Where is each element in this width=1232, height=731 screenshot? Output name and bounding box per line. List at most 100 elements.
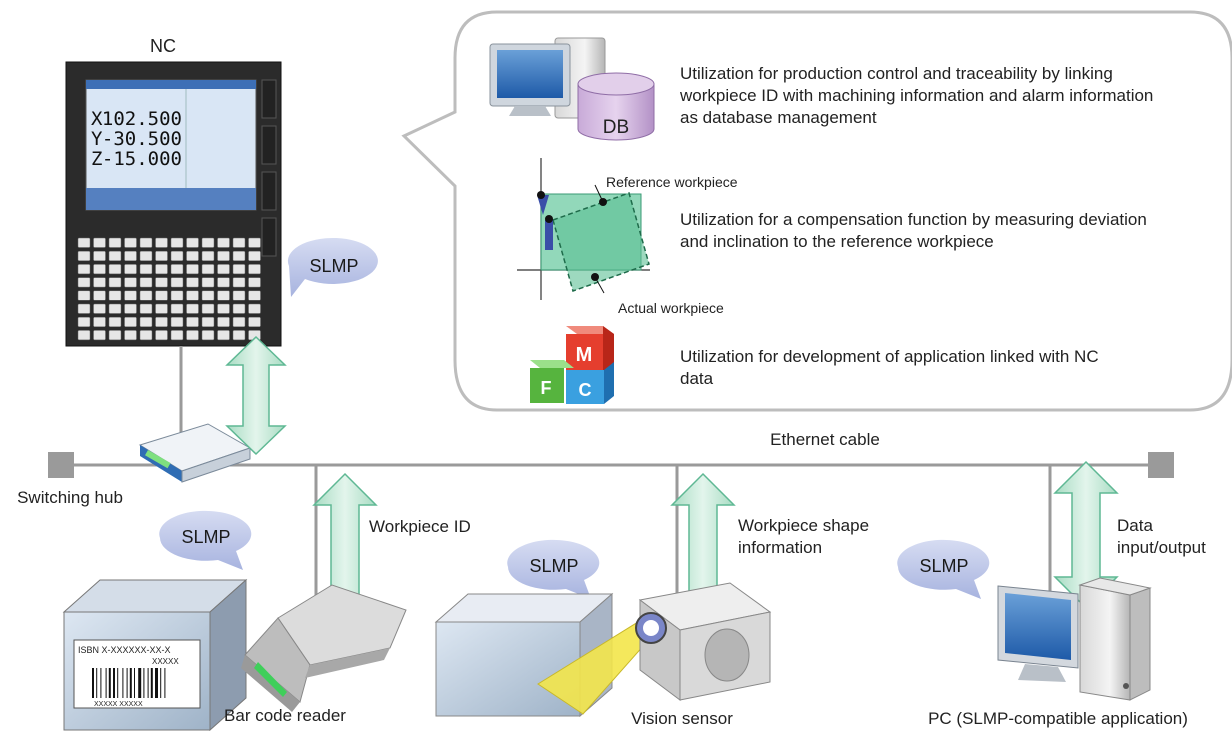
nc-key: [155, 264, 168, 275]
svg-text:SLMP: SLMP: [919, 556, 968, 576]
nc-key: [217, 290, 230, 301]
nc-key: [108, 277, 122, 288]
nc-key: [77, 316, 91, 327]
nc-key: [170, 250, 184, 261]
cube-letter-f: F: [541, 378, 552, 398]
vision-sensor-label: Vision sensor: [631, 709, 733, 728]
nc-key: [186, 237, 199, 248]
nc-keypad: [77, 237, 261, 341]
barcode-isbn: ISBN X-XXXXXX-XX-X: [78, 645, 171, 655]
nc-key: [77, 264, 91, 275]
nc-key: [248, 303, 261, 314]
barcode-bar: [129, 668, 132, 698]
barcode-bar: [113, 668, 115, 698]
nc-key: [155, 290, 168, 301]
nc-key: [201, 277, 215, 288]
svg-text:SLMP: SLMP: [309, 256, 358, 276]
nc-value-z: -15.000: [102, 148, 182, 170]
nc-key: [170, 277, 184, 288]
workpiece-deviation-diagram: Reference workpiece Actual workpiece: [517, 158, 738, 316]
ethernet-network: [48, 346, 1174, 604]
nc-value-x: 102.500: [102, 108, 182, 130]
nc-key: [77, 237, 91, 248]
nc-key: [124, 277, 137, 288]
nc-key: [124, 264, 137, 275]
reference-workpiece-label: Reference workpiece: [606, 174, 738, 190]
nc-key: [108, 237, 122, 248]
nc-key: [155, 277, 168, 288]
nc-key: [93, 330, 106, 341]
nc-key: [232, 237, 246, 248]
nc-key: [217, 277, 230, 288]
barcode-bar: [134, 668, 135, 698]
nc-key: [139, 290, 153, 301]
nc-key: [232, 277, 246, 288]
nc-key: [201, 290, 215, 301]
barcode-bar: [155, 668, 158, 698]
nc-key: [139, 277, 153, 288]
nc-key: [170, 264, 184, 275]
nc-key: [248, 290, 261, 301]
nc-title: NC: [150, 36, 176, 56]
nc-key: [108, 303, 122, 314]
nc-key: [108, 290, 122, 301]
pc-label: PC (SLMP-compatible application): [928, 709, 1188, 728]
nc-key: [217, 316, 230, 327]
nc-key: [232, 250, 246, 261]
barcode-bar: [105, 668, 107, 698]
ethernet-cable-label: Ethernet cable: [770, 430, 880, 449]
barcode-stripes: [92, 668, 166, 698]
barcode-bar: [138, 668, 142, 698]
actual-workpiece-label: Actual workpiece: [618, 300, 724, 316]
switching-hub-label: Switching hub: [17, 488, 123, 507]
barcode-bar: [92, 668, 94, 698]
nc-key: [139, 237, 153, 248]
nc-key: [232, 290, 246, 301]
db-label: DB: [603, 117, 629, 138]
cube-letter-m: M: [576, 344, 593, 366]
nc-key: [77, 290, 91, 301]
nc-key: [139, 316, 153, 327]
nc-key: [108, 264, 122, 275]
nc-key: [170, 290, 184, 301]
nc-key: [170, 237, 184, 248]
nc-key: [77, 277, 91, 288]
nc-key: [201, 250, 215, 261]
nc-key: [93, 250, 106, 261]
nc-key: [232, 264, 246, 275]
workpiece-id-arrow: [312, 472, 378, 607]
nc-axis-y: Y: [91, 128, 103, 150]
nc-key: [155, 303, 168, 314]
nc-key: [93, 237, 106, 248]
nc-key: [201, 303, 215, 314]
nc-key: [232, 316, 246, 327]
nc-key: [248, 316, 261, 327]
nc-key: [170, 303, 184, 314]
nc-key: [170, 330, 184, 341]
nc-axis-z: Z: [91, 148, 102, 170]
nc-key: [217, 303, 230, 314]
nc-key: [124, 330, 137, 341]
nc-key: [201, 330, 215, 341]
nc-key: [93, 277, 106, 288]
nc-key: [77, 303, 91, 314]
callout-item-2: Utilization for a compensation function …: [680, 210, 1152, 251]
barcode-code: XXXXX: [152, 657, 179, 666]
barcode-bar: [122, 668, 124, 698]
nc-key: [124, 303, 137, 314]
workpiece-id-label: Workpiece ID: [369, 517, 471, 536]
nc-key: [139, 264, 153, 275]
svg-text:SLMP: SLMP: [529, 556, 578, 576]
vision-sensor-icon: [635, 582, 772, 701]
nc-key: [186, 330, 199, 341]
switching-hub-icon: [138, 423, 252, 483]
slmp-bubble-barcode: SLMP: [159, 510, 252, 570]
database-pc-icon: DB: [489, 37, 655, 141]
barcode-bar: [126, 668, 128, 698]
callout-item-1: Utilization for production control and t…: [679, 64, 1158, 127]
nc-key: [93, 303, 106, 314]
nc-key: [217, 237, 230, 248]
nc-key: [201, 237, 215, 248]
slmp-bubble-vision: SLMP: [507, 539, 600, 599]
